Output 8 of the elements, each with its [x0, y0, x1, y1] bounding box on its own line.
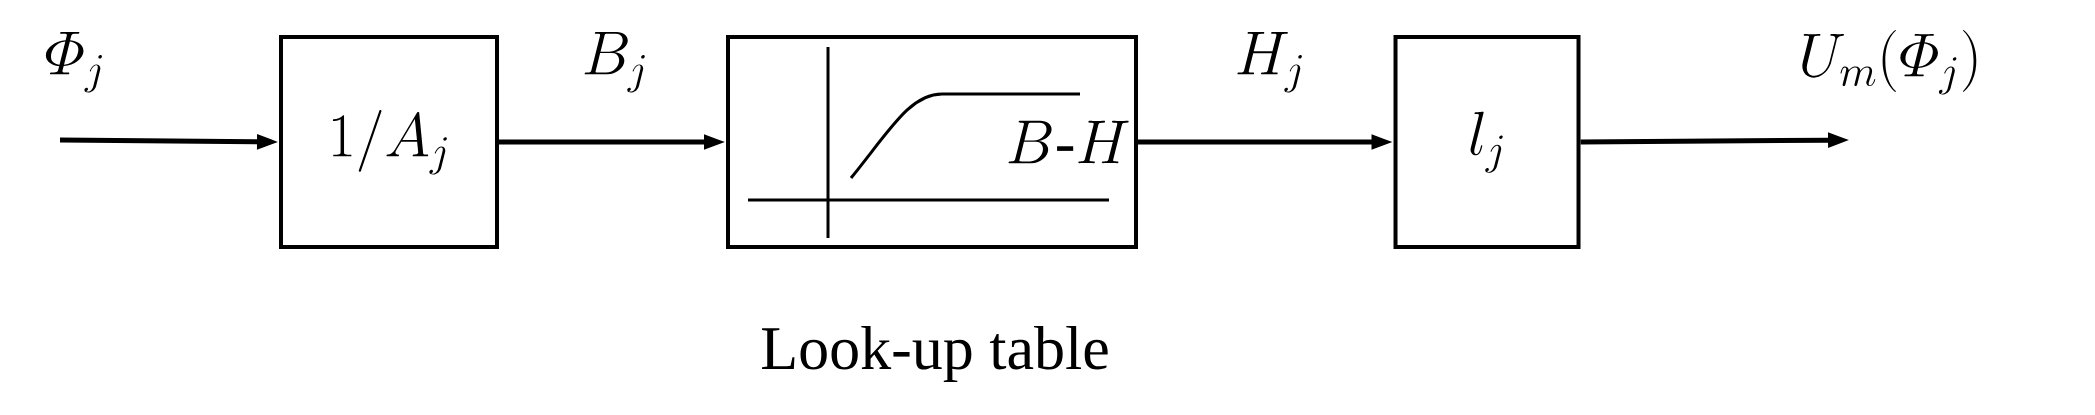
edge-label: $\varPhi_j$	[45, 31, 102, 93]
edge-label: $B_j$	[584, 31, 645, 93]
block-box: $l_j$	[1393, 35, 1581, 249]
edge-label: $U_m(\varPhi_j)$	[1802, 29, 1977, 95]
lookup-table-box: $B\text{-}H$	[726, 35, 1138, 249]
edge-label: $H_j$	[1237, 31, 1302, 93]
node-label: Look-up table	[762, 325, 1108, 383]
block-box: $1/A_j$	[279, 35, 499, 249]
